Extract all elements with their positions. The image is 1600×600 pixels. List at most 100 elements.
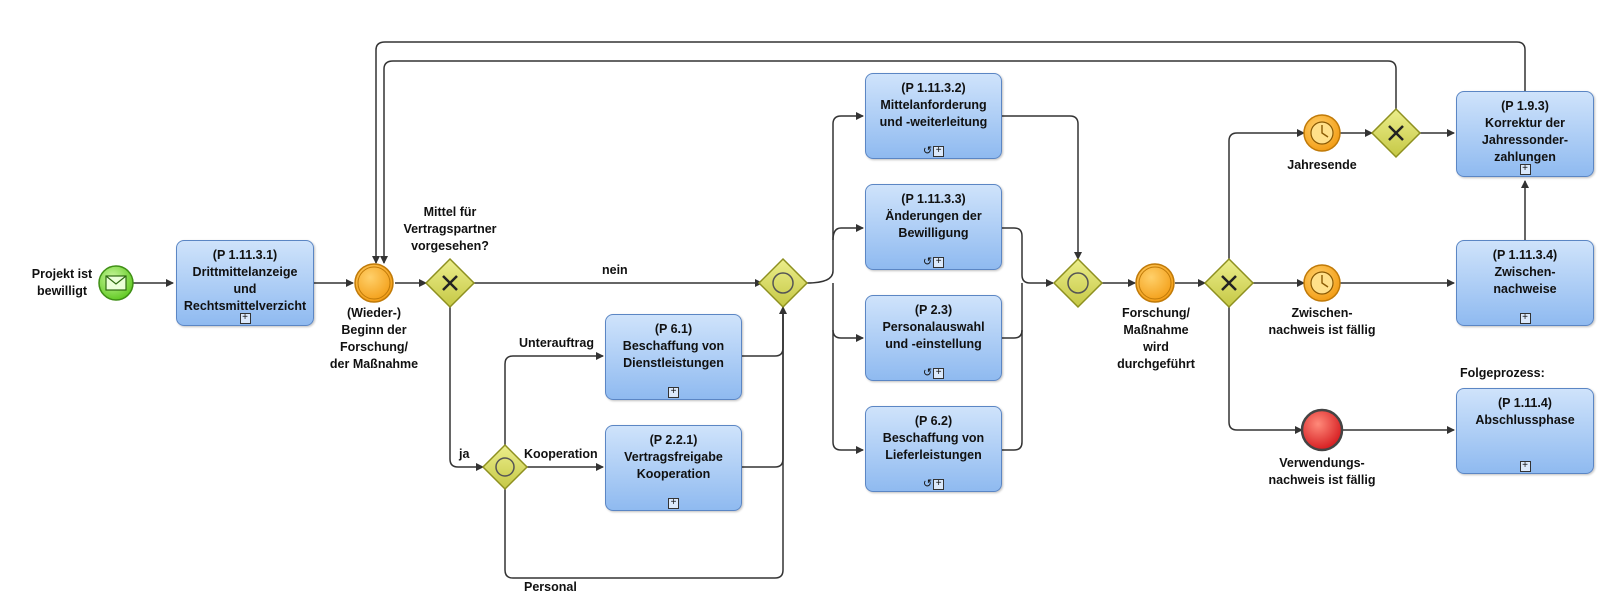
expand-subprocess-icon[interactable]: +: [668, 497, 679, 509]
expand-subprocess-icon[interactable]: +: [668, 386, 679, 398]
jahresende-event-label: Jahresende: [1287, 158, 1357, 172]
task-markers: +: [606, 386, 741, 398]
flow-gw3-to-verwendung: [1228, 307, 1303, 434]
expand-subprocess-icon[interactable]: +: [1519, 312, 1531, 324]
expand-subprocess-icon[interactable]: +: [1519, 460, 1531, 472]
envelope-icon: [105, 275, 127, 291]
clock-icon: [1310, 121, 1334, 145]
flow-label-nein: nein: [602, 263, 628, 277]
task-title: nachweise: [1493, 282, 1557, 296]
task-p1-9-3[interactable]: (P 1.9.3) Korrektur der Jahressonder- za…: [1456, 91, 1594, 177]
flow-label-personal: Personal: [524, 580, 577, 594]
forschung-event-label: Forschung/ Maßnahme wird durchgeführt: [1117, 306, 1195, 371]
gateway-exclusive-mittel[interactable]: [424, 257, 476, 309]
task-title: Beschaffung von: [882, 431, 985, 445]
gateway-exclusive-split-events[interactable]: [1203, 257, 1255, 309]
flow-p6-2-to-merge: [1002, 330, 1023, 451]
folgeprozess-label: Folgeprozess:: [1460, 366, 1545, 380]
expand-subprocess-icon[interactable]: +: [933, 478, 945, 490]
task-markers: ↺+: [866, 478, 1001, 490]
flow-p1-11-3-2-to-merge: [1002, 115, 1082, 260]
task-title: Dienstleistungen: [623, 356, 724, 370]
zwischen-event-label: Zwischen- nachweis ist fällig: [1268, 306, 1376, 337]
flow-split-to-p1-11-3-2: [806, 112, 864, 284]
flow-p6-1-to-gw: [742, 307, 784, 357]
task-id: (P 2.2.1): [649, 433, 698, 447]
gateway-inclusive-split-kooperation[interactable]: [481, 443, 529, 491]
task-id: (P 6.1): [654, 322, 693, 336]
task-id: (P 1.11.3.3): [901, 192, 966, 206]
loop-icon: ↺: [922, 145, 933, 157]
start-event-message[interactable]: [98, 265, 134, 301]
flow-p2-2-1-to-gw: [742, 307, 784, 468]
task-markers: +: [1457, 312, 1593, 324]
task-id: (P 1.9.3): [1501, 99, 1549, 113]
task-markers: ↺+: [866, 367, 1001, 379]
task-title: Änderungen der: [885, 209, 982, 223]
task-title: zahlungen: [1494, 150, 1556, 164]
loop-icon: ↺: [922, 478, 933, 490]
expand-subprocess-icon[interactable]: +: [933, 145, 945, 157]
expand-subprocess-icon[interactable]: +: [239, 312, 251, 324]
task-p1-11-4[interactable]: (P 1.11.4) Abschlussphase +: [1456, 388, 1594, 474]
task-title: und -weiterleitung: [879, 115, 988, 129]
task-id: (P 6.2): [914, 414, 953, 428]
task-title: Beschaffung von: [622, 339, 725, 353]
task-p6-2[interactable]: (P 6.2) Beschaffung von Lieferleistungen…: [865, 406, 1002, 492]
task-title: Zwischen-: [1494, 265, 1556, 279]
loop-icon: ↺: [922, 367, 933, 379]
flow-label-unterauftrag: Unterauftrag: [519, 336, 595, 350]
event-verwendung-end[interactable]: [1300, 408, 1344, 452]
task-title: Abschlussphase: [1475, 413, 1575, 427]
task-title: Personalauswahl: [882, 320, 985, 334]
flow-label-kooperation: Kooperation: [524, 447, 598, 461]
verwendung-event-label: Verwendungs- nachweis ist fällig: [1268, 456, 1376, 487]
flow-split-to-p1-11-3-3: [832, 224, 864, 241]
expand-subprocess-icon[interactable]: +: [1519, 163, 1531, 175]
start-event-label: Projekt ist bewilligt: [31, 267, 93, 298]
task-title: Kooperation: [636, 467, 711, 481]
loop-icon: ↺: [922, 256, 933, 268]
gateway-inclusive-merge-1[interactable]: [757, 257, 809, 309]
task-id: (P 1.11.3.4): [1492, 248, 1558, 262]
flow-p1-9-3-loop-back: [372, 41, 1526, 264]
task-title: und -einstellung: [885, 337, 982, 351]
task-markers: +: [606, 497, 741, 509]
task-title: und: [233, 282, 257, 296]
task-title: Bewilligung: [898, 226, 969, 240]
gateway-inclusive-merge-2[interactable]: [1052, 257, 1104, 309]
x-icon: [1221, 275, 1237, 291]
task-p1-11-3-4[interactable]: (P 1.11.3.4) Zwischen- nachweise +: [1456, 240, 1594, 326]
event-zwischen-timer[interactable]: [1303, 264, 1341, 302]
x-icon: [1388, 125, 1404, 141]
task-p1-11-3-3[interactable]: (P 1.11.3.3) Änderungen der Bewilligung …: [865, 184, 1002, 270]
expand-subprocess-icon[interactable]: +: [933, 367, 945, 379]
task-id: (P 1.11.3.1): [212, 248, 278, 262]
task-p2-2-1[interactable]: (P 2.2.1) Vertragsfreigabe Kooperation +: [605, 425, 742, 511]
task-title: Lieferleistungen: [885, 448, 982, 462]
gateway-exclusive-jahresende[interactable]: [1370, 107, 1422, 159]
task-markers: +: [1457, 163, 1593, 175]
task-markers: ↺+: [866, 145, 1001, 157]
flow-p2-3-to-merge: [1002, 283, 1023, 339]
expand-subprocess-icon[interactable]: +: [933, 256, 945, 268]
task-p2-3[interactable]: (P 2.3) Personalauswahl und -einstellung…: [865, 295, 1002, 381]
task-p6-1[interactable]: (P 6.1) Beschaffung von Dienstleistungen…: [605, 314, 742, 400]
x-icon: [442, 275, 458, 291]
event-jahresende-timer[interactable]: [1303, 114, 1341, 152]
task-title: Mittelanforderung: [880, 98, 987, 112]
task-title: Jahressonder-: [1481, 133, 1569, 147]
flow-ja: [449, 307, 484, 471]
task-markers: ↺+: [866, 256, 1001, 268]
flow-p1-11-3-3-to-merge: [1002, 227, 1054, 287]
flow-gw3-to-jahresende: [1228, 129, 1305, 259]
flow-label-ja: ja: [459, 447, 470, 461]
clock-icon: [1310, 271, 1334, 295]
task-id: (P 1.11.3.2): [901, 81, 966, 95]
event-beginn[interactable]: [354, 263, 394, 303]
task-p1-11-3-1[interactable]: (P 1.11.3.1) Drittmittelanzeige und Rech…: [176, 240, 314, 326]
task-p1-11-3-2[interactable]: (P 1.11.3.2) Mittelanforderung und -weit…: [865, 73, 1002, 159]
task-id: (P 1.11.4): [1498, 396, 1552, 410]
event-forschung[interactable]: [1135, 263, 1175, 303]
